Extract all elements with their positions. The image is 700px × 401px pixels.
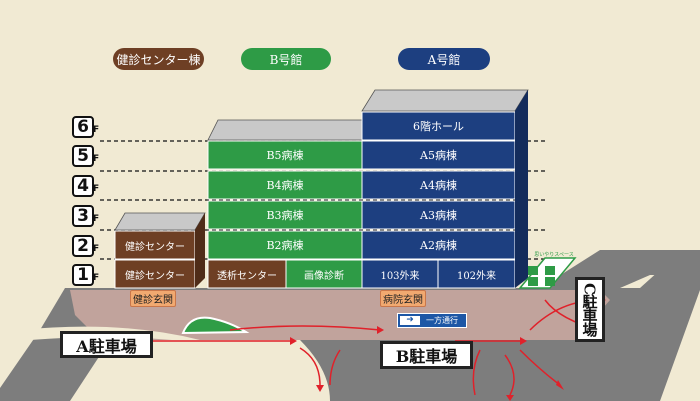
room-b3-ward: B3病棟 xyxy=(266,209,304,222)
accessible-parking-sign xyxy=(518,257,577,289)
legend-a-building: A号館 xyxy=(398,48,490,70)
kenshin-entrance: 健診玄関 xyxy=(130,290,176,307)
legend-kenshin: 健診センター棟 xyxy=(113,48,204,70)
room-b5-ward: B5病棟 xyxy=(266,149,304,162)
oneway-label: 一方通行 xyxy=(426,316,458,325)
parking-c-sign: C駐車場 xyxy=(575,277,605,342)
room-kenshin-2f: 健診センター xyxy=(125,241,185,253)
room-imaging: 画像診断 xyxy=(304,270,344,282)
room-a5-ward: A5病棟 xyxy=(420,149,457,162)
parking-a-sign: A駐車場 xyxy=(60,331,153,358)
b-building xyxy=(207,119,373,289)
oneway-arrow-icon: ➜ xyxy=(400,316,420,325)
room-b2-ward: B2病棟 xyxy=(266,239,304,252)
kenshin-building xyxy=(114,212,206,289)
legend-b-building: B号館 xyxy=(241,48,331,70)
room-dialysis: 透析センター xyxy=(217,270,277,282)
room-kenshin-1f: 健診センター xyxy=(125,270,185,282)
room-b4-ward: B4病棟 xyxy=(266,179,304,192)
a-building xyxy=(361,89,529,289)
room-outpatient-103: 103外来 xyxy=(380,270,420,282)
parking-space-label: 思いやりスペース xyxy=(534,252,574,258)
hospital-entrance: 病院玄関 xyxy=(380,290,426,307)
oneway-sign: ➜ 一方通行 xyxy=(397,313,467,328)
room-a6-hall: 6階ホール xyxy=(413,120,464,133)
parking-b-sign: B駐車場 xyxy=(380,341,473,369)
room-a3-ward: A3病棟 xyxy=(420,209,457,222)
room-outpatient-102: 102外来 xyxy=(456,270,497,282)
room-a2-ward: A2病棟 xyxy=(420,239,457,252)
room-a4-ward: A4病棟 xyxy=(420,179,457,192)
